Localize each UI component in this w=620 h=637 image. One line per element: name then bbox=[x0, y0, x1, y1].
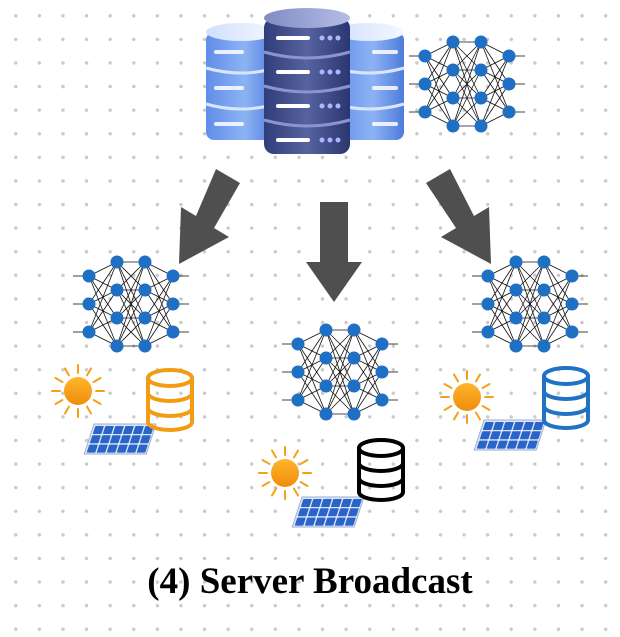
network-node bbox=[474, 35, 488, 49]
network-node bbox=[418, 49, 432, 63]
client-3-model-network bbox=[472, 255, 588, 353]
client-1-solar-panel-icon bbox=[83, 423, 157, 455]
network-node bbox=[509, 283, 523, 297]
server-stack-icon bbox=[205, 8, 405, 154]
network-node bbox=[565, 325, 579, 339]
network-node bbox=[347, 351, 361, 365]
network-node bbox=[347, 379, 361, 393]
client-2-sun-icon bbox=[258, 446, 312, 500]
client-1-database-icon bbox=[146, 368, 194, 432]
network-node bbox=[481, 297, 495, 311]
network-node bbox=[537, 255, 551, 269]
network-node bbox=[509, 339, 523, 353]
network-node bbox=[166, 297, 180, 311]
network-node bbox=[474, 91, 488, 105]
client-2-database-icon bbox=[357, 438, 405, 502]
network-node bbox=[138, 255, 152, 269]
network-node bbox=[291, 337, 305, 351]
network-node bbox=[537, 283, 551, 297]
network-node bbox=[502, 105, 516, 119]
network-node bbox=[291, 365, 305, 379]
network-node bbox=[537, 339, 551, 353]
network-node bbox=[82, 325, 96, 339]
client-3-sun-icon bbox=[440, 370, 494, 424]
network-node bbox=[110, 311, 124, 325]
client-3-database-icon bbox=[542, 366, 590, 430]
network-node bbox=[110, 283, 124, 297]
network-node bbox=[565, 269, 579, 283]
network-node bbox=[474, 63, 488, 77]
network-node bbox=[138, 283, 152, 297]
broadcast-arrow-left bbox=[179, 169, 240, 264]
network-node bbox=[375, 393, 389, 407]
network-node bbox=[166, 269, 180, 283]
network-node bbox=[82, 297, 96, 311]
client-1-model-network bbox=[73, 255, 189, 353]
network-node bbox=[446, 91, 460, 105]
network-node bbox=[291, 393, 305, 407]
network-node bbox=[166, 325, 180, 339]
network-node bbox=[509, 255, 523, 269]
client-1-sun-icon bbox=[51, 364, 105, 418]
network-node bbox=[418, 77, 432, 91]
client-2-solar-panel-icon bbox=[291, 496, 365, 528]
network-node bbox=[502, 49, 516, 63]
network-node bbox=[319, 379, 333, 393]
network-node bbox=[509, 311, 523, 325]
network-node bbox=[565, 297, 579, 311]
network-node bbox=[319, 351, 333, 365]
network-node bbox=[375, 365, 389, 379]
network-node bbox=[319, 407, 333, 421]
broadcast-arrow-right bbox=[426, 169, 491, 264]
network-node bbox=[138, 311, 152, 325]
global-model-network bbox=[409, 35, 525, 133]
network-node bbox=[481, 325, 495, 339]
network-node bbox=[110, 255, 124, 269]
network-node bbox=[474, 119, 488, 133]
network-node bbox=[347, 407, 361, 421]
network-node bbox=[82, 269, 96, 283]
network-node bbox=[502, 77, 516, 91]
network-node bbox=[446, 119, 460, 133]
broadcast-arrow-center bbox=[306, 202, 362, 302]
figure-caption: (4) Server Broadcast bbox=[147, 561, 473, 602]
network-node bbox=[138, 339, 152, 353]
client-3-solar-panel-icon bbox=[473, 419, 547, 451]
network-node bbox=[418, 105, 432, 119]
network-node bbox=[446, 35, 460, 49]
network-node bbox=[446, 63, 460, 77]
network-node bbox=[481, 269, 495, 283]
network-node bbox=[319, 323, 333, 337]
network-node bbox=[110, 339, 124, 353]
client-2-model-network bbox=[282, 323, 398, 421]
network-node bbox=[347, 323, 361, 337]
network-node bbox=[537, 311, 551, 325]
network-node bbox=[375, 337, 389, 351]
